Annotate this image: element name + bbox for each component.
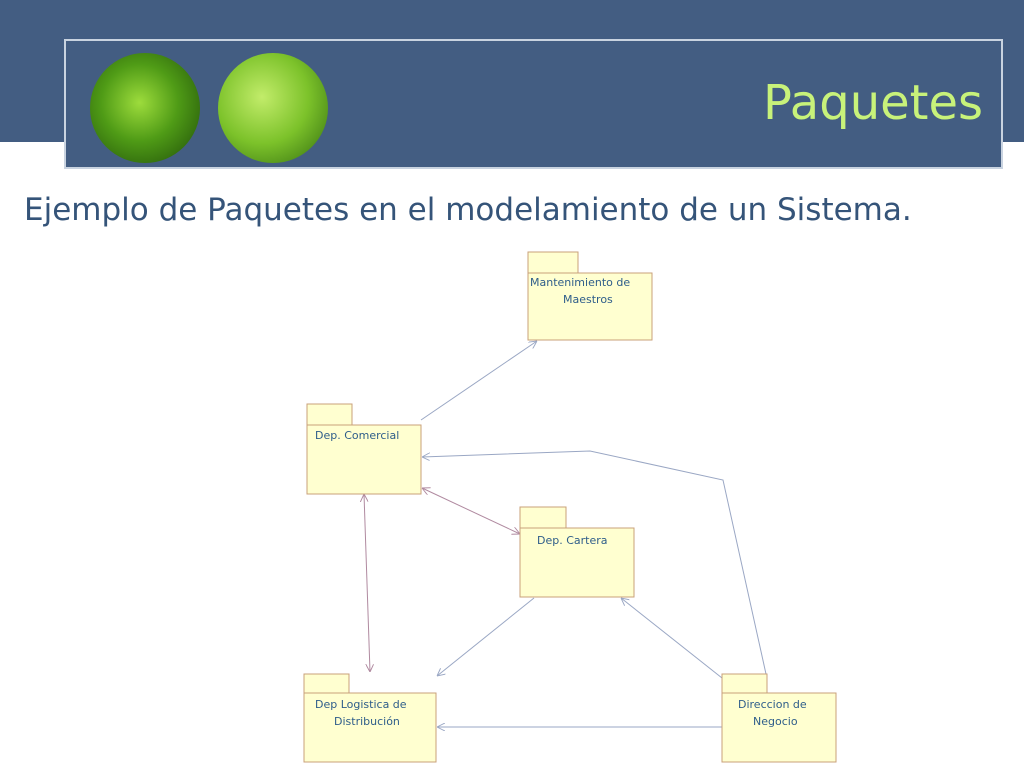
package-logistica[interactable]: Dep Logistica de Distribución: [303, 673, 437, 763]
slide-title: Paquetes: [763, 75, 983, 131]
package-tab: [527, 251, 579, 274]
slide-subtitle: Ejemplo de Paquetes en el modelamiento d…: [24, 192, 912, 228]
package-label: Dep Logistica de: [315, 698, 407, 711]
package-body: [721, 692, 837, 763]
package-label: Dep. Cartera: [537, 534, 608, 547]
package-body: [527, 272, 653, 341]
package-body: [519, 527, 635, 598]
package-label: Negocio: [753, 715, 798, 728]
package-tab: [303, 673, 350, 694]
dependency-arrows: [364, 341, 767, 727]
package-direccion[interactable]: Direccion de Negocio: [721, 673, 837, 763]
dependency-direccion-to-comercial: [422, 450, 767, 675]
package-label: Direccion de: [738, 698, 807, 711]
dependency-direccion-to-cartera: [621, 598, 723, 679]
package-label: Distribución: [334, 715, 400, 728]
package-label: Maestros: [563, 293, 613, 306]
dependency-comercial-to-mantenimiento: [420, 341, 537, 421]
package-tab: [306, 403, 353, 426]
dependency-comercial-logistica: [364, 494, 370, 672]
package-tab: [721, 673, 768, 694]
package-body: [306, 424, 422, 495]
leaf-photo-icon: [90, 53, 200, 163]
leaf-photo-icon: [218, 53, 328, 163]
package-comercial[interactable]: Dep. Comercial: [306, 403, 422, 495]
package-cartera[interactable]: Dep. Cartera: [519, 506, 635, 598]
package-label: Mantenimiento de: [530, 276, 630, 289]
dependency-cartera-to-logistica: [437, 597, 535, 676]
package-body: [303, 692, 437, 763]
package-mantenimiento[interactable]: Mantenimiento de Maestros: [527, 251, 653, 341]
package-label: Dep. Comercial: [315, 429, 399, 442]
package-tab: [519, 506, 567, 529]
dependency-comercial-cartera: [422, 488, 520, 534]
